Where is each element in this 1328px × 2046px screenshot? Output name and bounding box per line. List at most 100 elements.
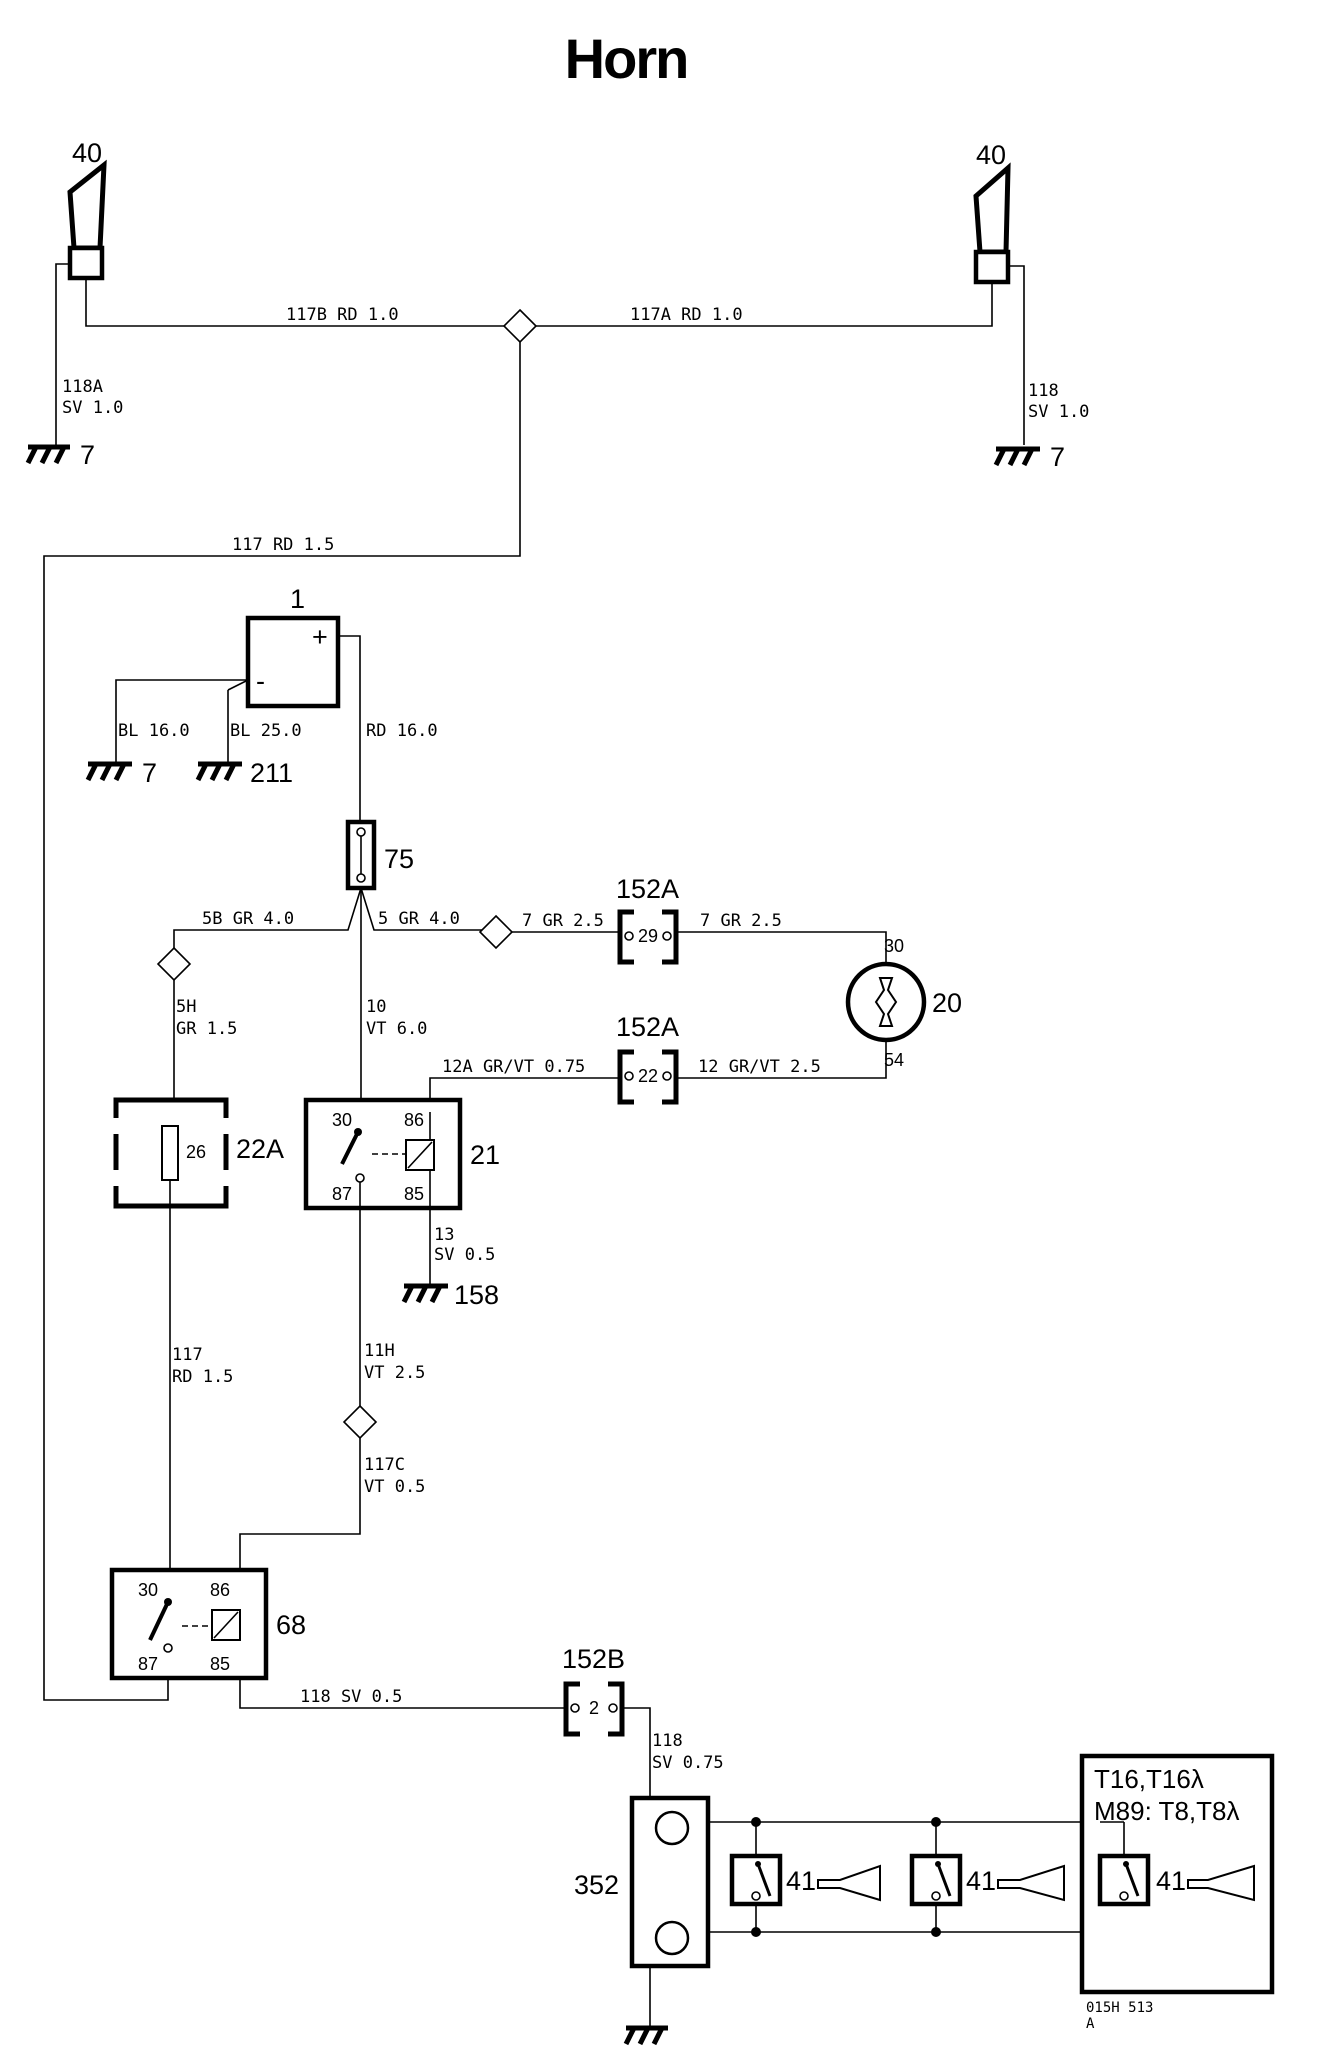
horn-right-icon [973, 162, 1011, 255]
wire-bl16: BL 16.0 [118, 721, 190, 741]
ignition-switch-label: 20 [932, 988, 962, 1018]
ground-relay-158-label: 158 [454, 1280, 499, 1310]
horn-button-unit-352: 352 [574, 1795, 711, 1969]
relay-68-label: 68 [276, 1610, 306, 1640]
wire-117-relay-id: 117 [172, 1345, 203, 1365]
battery-label: 1 [290, 584, 305, 614]
horn-right-label: 40 [976, 140, 1006, 170]
wire-5h-spec: GR 1.5 [176, 1019, 237, 1039]
wire-117b: 117B RD 1.0 [286, 305, 399, 325]
wire-118-id: 118 [1028, 381, 1059, 401]
wire-7-b: 7 GR 2.5 [700, 911, 782, 931]
wire-5h-id: 5H [176, 997, 196, 1017]
fuse-22a: 26 22A [113, 1097, 284, 1209]
ground-horn-button [623, 2025, 668, 2046]
relay-68-pin-87: 87 [138, 1654, 158, 1674]
relay-21-pin-87: 87 [332, 1184, 352, 1204]
ground-relay-158: 158 [401, 1280, 499, 1310]
horn-icon [817, 1864, 881, 1902]
ignition-pin-30: 30 [884, 936, 904, 956]
splice-117c [342, 1404, 378, 1440]
ground-left-horn-label: 7 [80, 440, 95, 470]
horn-switch-41-c-label: 41 [1156, 1866, 1186, 1896]
relay-21: 30 86 87 85 21 [303, 1097, 500, 1211]
doc-ref-line-2: A [1086, 2016, 1095, 2032]
doc-ref-line-1: 015H 513 [1086, 2000, 1153, 2016]
wire-rd16: RD 16.0 [366, 721, 438, 741]
relay-68-pin-85: 85 [210, 1654, 230, 1674]
ground-battery-7-label: 7 [142, 758, 157, 788]
relay-21-pin-85: 85 [404, 1184, 424, 1204]
battery-minus-terminal: - [256, 666, 265, 696]
wire-117c-spec: VT 0.5 [364, 1477, 425, 1497]
ground-right-horn: 7 [993, 442, 1065, 472]
connector-152a-pin-29: 29 [638, 926, 658, 946]
relay-21-label: 21 [470, 1140, 500, 1170]
wire-bl25: BL 25.0 [230, 721, 302, 741]
horn-icon [1187, 1864, 1255, 1902]
horn-switch-41-a: 41 [729, 1822, 881, 1932]
wire-13-spec: SV 0.5 [434, 1245, 495, 1265]
horn-icon [997, 1864, 1065, 1902]
wire-5b: 5B GR 4.0 [202, 909, 294, 929]
connector-152a-pin-22: 22 [638, 1066, 658, 1086]
horn-switch-41-b: 41 [909, 1822, 1065, 1932]
wire-118-spec: SV 1.0 [1028, 402, 1089, 422]
wire-117a: 117A RD 1.0 [630, 305, 743, 325]
connector-152b: 152B 2 [562, 1644, 625, 1737]
wire-117-relay-spec: RD 1.5 [172, 1367, 233, 1387]
wire-118-sv075-spec: SV 0.75 [652, 1753, 724, 1773]
connector-152a-top-label: 152A [616, 874, 679, 904]
connector-152a-bot-label: 152A [616, 1012, 679, 1042]
ground-right-horn-label: 7 [1050, 442, 1065, 472]
battery: 1 + - [245, 584, 341, 709]
fuse-22a-pin-26: 26 [186, 1142, 206, 1162]
horn-left-icon [67, 159, 107, 251]
ignition-pin-54: 54 [884, 1050, 904, 1070]
splice-7 [478, 914, 514, 950]
wire-10-spec: VT 6.0 [366, 1019, 427, 1039]
connector-152a-pin22: 152A 22 [616, 1012, 679, 1105]
connector-152a-pin29: 152A 29 [616, 874, 679, 965]
wire-118-sv075-id: 118 [652, 1731, 683, 1751]
relay-68-pin-30: 30 [138, 1580, 158, 1600]
wire-118a-id: 118A [62, 377, 103, 397]
fuse-75: 75 [345, 819, 414, 891]
wire-11h-spec: VT 2.5 [364, 1363, 425, 1383]
fuse-22a-label: 22A [236, 1134, 284, 1164]
wire-7-a: 7 GR 2.5 [522, 911, 604, 931]
ground-battery-211: 211 [195, 758, 293, 788]
wire-13-id: 13 [434, 1225, 454, 1245]
wire-118-sv05: 118 SV 0.5 [300, 1687, 402, 1707]
splice-117 [502, 308, 538, 344]
relay-68: 30 86 87 85 68 [109, 1567, 306, 1681]
variant-line-1: T16,T16λ [1094, 1764, 1204, 1794]
relay-68-pin-86: 86 [210, 1580, 230, 1600]
variant-box: T16,T16λ M89: T8,T8λ 41 [1079, 1753, 1275, 1995]
horn-left: 40 [67, 138, 107, 281]
horn-left-label: 40 [72, 138, 102, 168]
wire-118a-spec: SV 1.0 [62, 398, 123, 418]
horn-switch-41-a-label: 41 [786, 1866, 816, 1896]
wire-10-id: 10 [366, 997, 386, 1017]
wire-117c-id: 117C [364, 1455, 405, 1475]
page-title: Horn [565, 27, 688, 90]
ground-battery-7: 7 [85, 758, 157, 788]
wire-11h-id: 11H [364, 1341, 395, 1361]
wire-12: 12 GR/VT 2.5 [698, 1057, 821, 1077]
connector-152b-label: 152B [562, 1644, 625, 1674]
horn-right: 40 [973, 140, 1011, 285]
ground-left-horn: 7 [25, 440, 95, 470]
ignition-switch: 20 [845, 961, 962, 1043]
connector-152b-pin-2: 2 [589, 1698, 599, 1718]
horn-button-unit-label: 352 [574, 1870, 619, 1900]
wire-117: 117 RD 1.5 [232, 535, 334, 555]
ground-battery-211-label: 211 [250, 758, 293, 788]
wire-5: 5 GR 4.0 [378, 909, 460, 929]
variant-line-2: M89: T8,T8λ [1094, 1796, 1239, 1826]
fuse-75-label: 75 [384, 844, 414, 874]
relay-21-pin-86: 86 [404, 1110, 424, 1130]
wire-12a: 12A GR/VT 0.75 [442, 1057, 585, 1077]
horn-switch-41-b-label: 41 [966, 1866, 996, 1896]
splice-5h [156, 946, 192, 982]
